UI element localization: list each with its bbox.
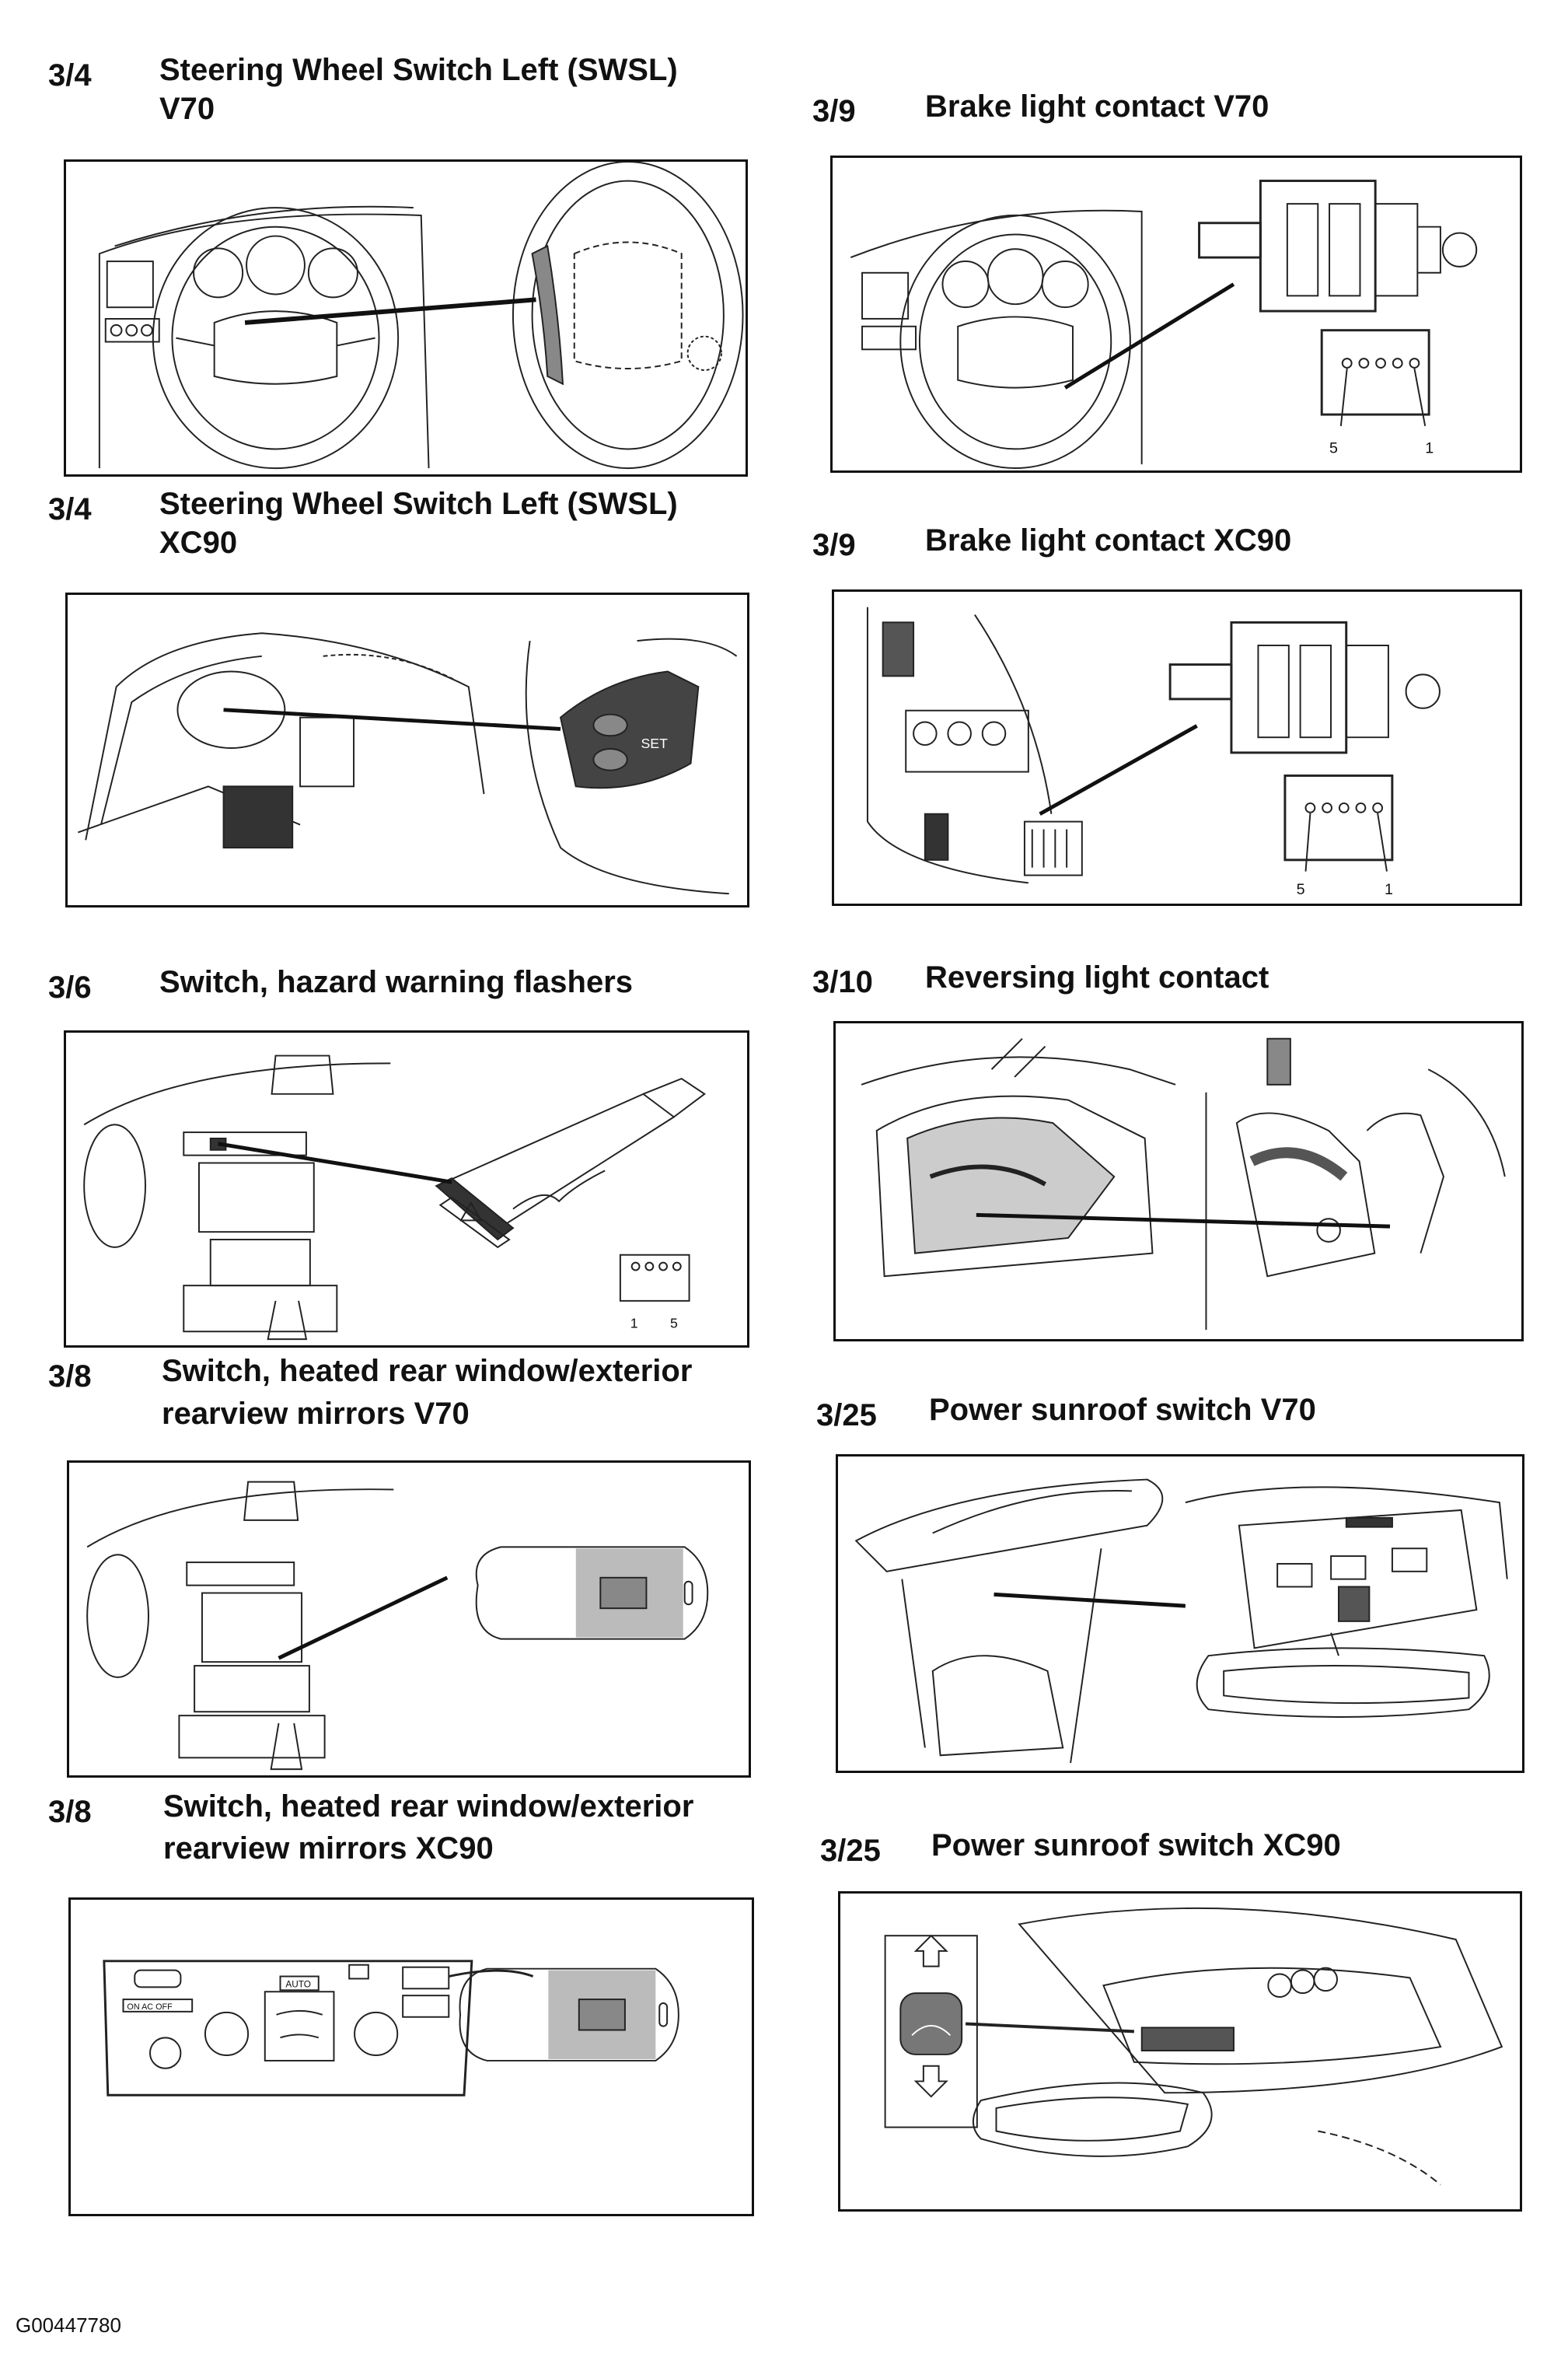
section-number-heated-v70: 3/8 [48,1359,92,1394]
illustration-brake-v70: 5 1 [830,156,1522,473]
figure-code: G00447780 [16,2313,121,2337]
section-number-swsl-v70: 3/4 [48,58,92,93]
auto-button-label: AUTO [285,1978,311,1989]
section-title-swsl-xc90: Steering Wheel Switch Left (SWSL) [159,487,678,521]
pin-label-left: 1 [630,1315,638,1331]
section-title-swsl-v70: Steering Wheel Switch Left (SWSL) [159,53,678,87]
illustration-sunroof-v70 [836,1454,1524,1773]
section-number-swsl-xc90: 3/4 [48,492,92,526]
pin-label-left: 5 [1297,881,1305,898]
section-title-brake-xc90: Brake light contact XC90 [925,523,1292,558]
section-subtitle-swsl-xc90: XC90 [159,526,238,560]
section-title-heated-xc90: Switch, heated rear window/exterior [163,1789,694,1824]
pin-label-right: 1 [1425,439,1434,456]
pin-label-right: 5 [670,1315,678,1331]
section-number-sunroof-v70: 3/25 [816,1398,877,1432]
section-title-hazard: Switch, hazard warning flashers [159,965,634,999]
illustration-heated-v70 [67,1460,751,1778]
illustration-brake-xc90: 5 1 [832,589,1522,906]
section-title-reversing: Reversing light contact [925,960,1269,995]
section-number-reversing: 3/10 [812,965,873,999]
pin-label-left: 5 [1329,439,1338,456]
section-number-sunroof-xc90: 3/25 [820,1834,881,1868]
section-number-heated-xc90: 3/8 [48,1795,92,1829]
section-title-sunroof-v70: Power sunroof switch V70 [929,1393,1316,1427]
section-subtitle-heated-v70: rearview mirrors V70 [162,1397,470,1431]
set-button-label: SET [641,736,668,751]
illustration-swsl-xc90: SET [65,593,749,907]
illustration-reversing [833,1021,1524,1341]
section-number-brake-xc90: 3/9 [812,528,856,562]
illustration-swsl-v70 [64,159,748,477]
illustration-hazard: 1 5 [64,1030,749,1348]
illustration-heated-xc90: ON AC OFF AUTO [68,1897,754,2216]
illustration-sunroof-xc90 [838,1891,1522,2212]
section-number-hazard: 3/6 [48,970,92,1005]
section-number-brake-v70: 3/9 [812,94,856,128]
pin-label-right: 1 [1385,881,1393,898]
section-title-sunroof-xc90: Power sunroof switch XC90 [931,1828,1341,1862]
section-subtitle-swsl-v70: V70 [159,92,215,126]
climate-button-labels: ON AC OFF [127,2002,173,2012]
section-subtitle-heated-xc90: rearview mirrors XC90 [163,1831,494,1866]
section-title-heated-v70: Switch, heated rear window/exterior [162,1354,693,1388]
section-title-brake-v70: Brake light contact V70 [925,89,1269,124]
